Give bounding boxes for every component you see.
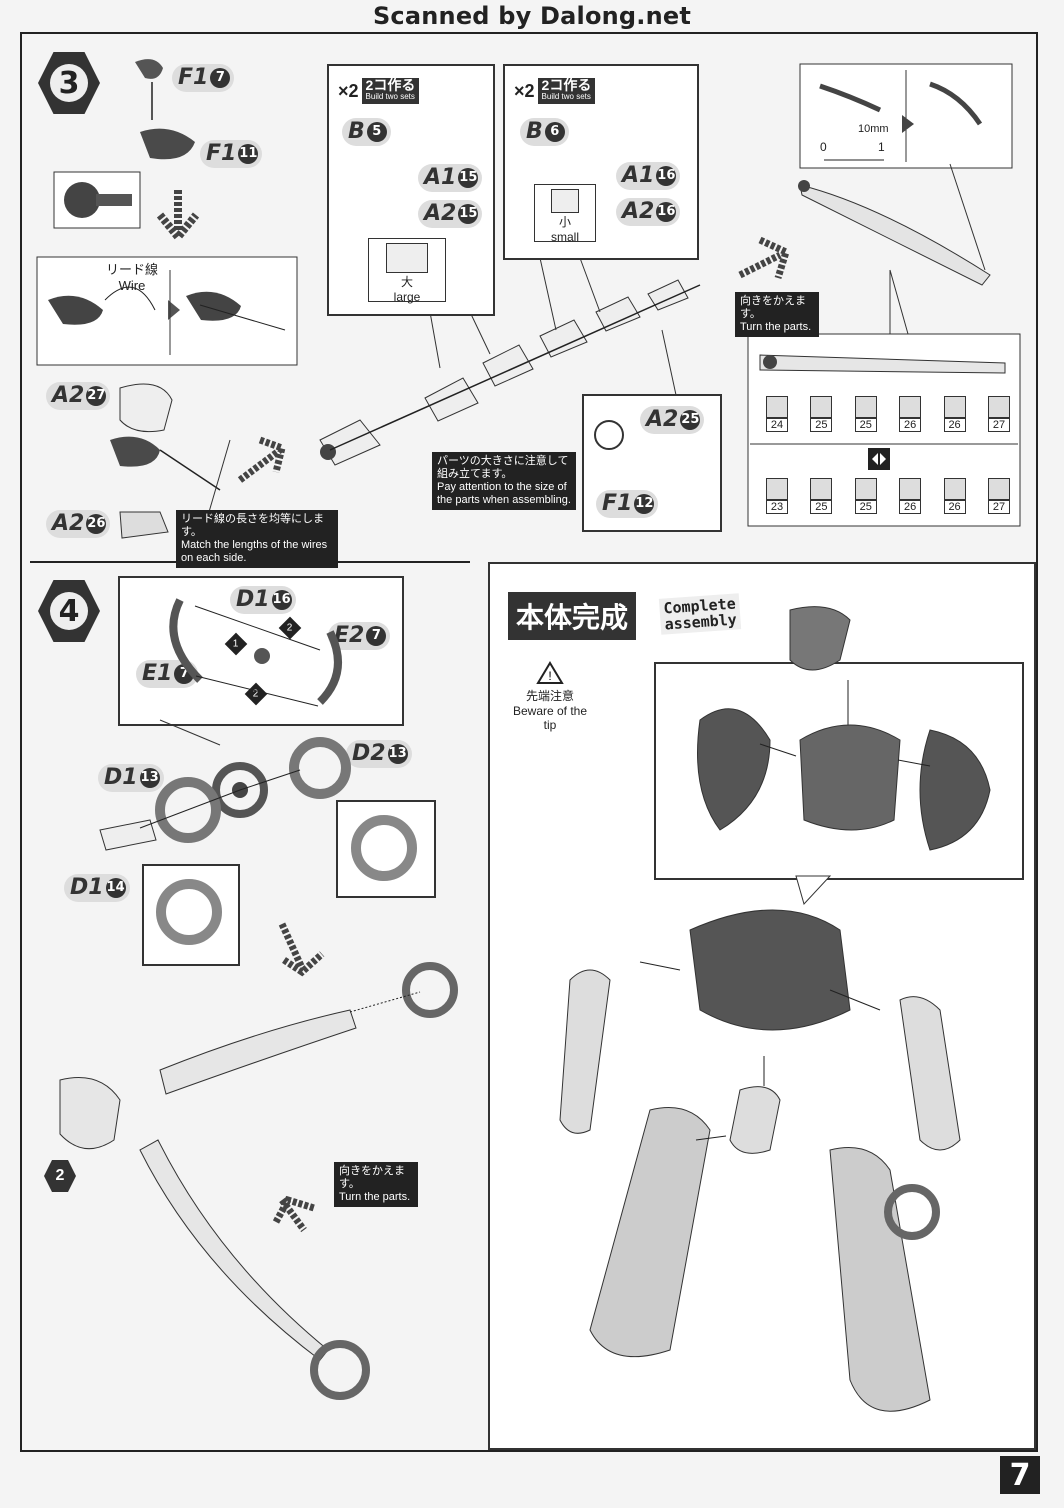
- torso-part: [799, 724, 901, 831]
- order-tag: 26: [899, 396, 922, 432]
- order-tag: 23: [766, 478, 788, 514]
- robot-right-leg: [829, 1147, 931, 1412]
- turn-parts-note: 向きをかえます。Turn the parts.: [735, 292, 819, 337]
- order-tag: 25: [810, 478, 833, 514]
- order-tag: 27: [987, 396, 1010, 432]
- order-tag: 26: [899, 478, 922, 514]
- turn-arrow-icon: [272, 1195, 316, 1233]
- down-arrow-icon: [156, 190, 200, 244]
- svg-text:!: !: [548, 669, 551, 683]
- robot-right-arm: [899, 996, 961, 1151]
- turn-arrow-icon: [738, 236, 791, 280]
- ruler-zero: 0: [820, 140, 827, 154]
- step-3-badge: 3: [38, 52, 100, 114]
- turn-parts-note: 向きをかえます。Turn the parts.: [334, 1162, 418, 1207]
- left-shoulder-part: [697, 708, 771, 831]
- order-tag: 25: [810, 396, 833, 432]
- right-shoulder-part: [919, 729, 991, 851]
- f1-11-part-icon: [140, 128, 195, 160]
- robot-torso: [689, 909, 851, 1031]
- f1-7-part-icon: [135, 59, 163, 79]
- parts-order-top: 24 25 25 26 26 27: [766, 396, 1010, 432]
- order-tag: 26: [943, 478, 966, 514]
- order-tag: 25: [854, 396, 877, 432]
- ref-step-badge: 2: [44, 1160, 76, 1192]
- head-part: [789, 606, 851, 671]
- order-tag: 27: [987, 478, 1010, 514]
- order-tag: 24: [766, 396, 788, 432]
- tail-section: [159, 1009, 357, 1095]
- tail-segments: [319, 279, 701, 466]
- order-tag: 25: [854, 478, 877, 514]
- diagonal-arrow-icon: [237, 436, 287, 483]
- page-frame: [20, 32, 1038, 1452]
- robot-hips: [729, 1086, 781, 1154]
- ruler-measure: 10mm: [858, 123, 889, 135]
- parts-size-note: パーツの大きさに注意して組み立てます。Pay attention to the …: [432, 452, 576, 510]
- warning-icon: !: [536, 661, 564, 684]
- robot-left-leg: [589, 1107, 711, 1358]
- page-number: 7: [1000, 1456, 1040, 1494]
- robot-left-arm: [559, 969, 611, 1134]
- spiked-ring: [212, 762, 268, 818]
- complete-title-jp: 本体完成: [508, 592, 637, 640]
- parts-order-bottom: 23 25 25 26 26 27: [766, 478, 1010, 514]
- assembled-tail: [799, 184, 991, 286]
- order-tag: 26: [943, 396, 966, 432]
- wire-length-note: リード線の長さを均等にします。Match the lengths of the …: [176, 510, 338, 568]
- diagonal-arrow-icon: [278, 922, 325, 977]
- do-not-cut-icon: [594, 420, 624, 450]
- scan-credit: Scanned by Dalong.net: [372, 2, 692, 30]
- ruler-one: 1: [878, 140, 885, 154]
- tip-warning: ! 先端注意 Beware of the tip: [508, 661, 592, 732]
